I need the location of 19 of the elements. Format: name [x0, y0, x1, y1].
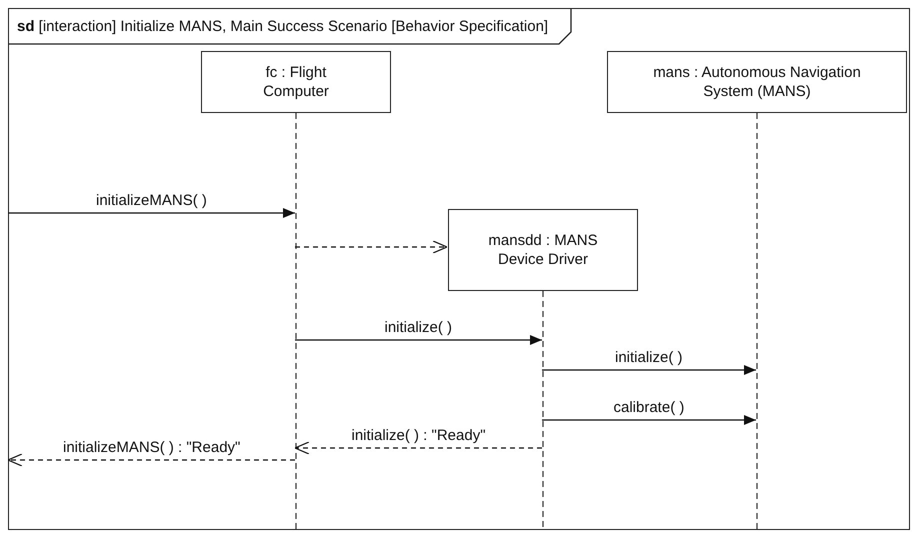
dashed-message-arrow — [294, 441, 542, 455]
interaction-frame — [8, 8, 910, 530]
message-arrow — [8, 208, 295, 218]
message-label: initializeMANS( ) — [94, 192, 209, 209]
message-label: initialize( ) — [382, 319, 454, 336]
frame-heading: sd [interaction] Initialize MANS, Main Success Scenario [Behavior Specification] — [17, 18, 548, 35]
message-label: initializeMANS( ) : "Ready" — [61, 439, 242, 456]
lifeline-head: mansdd : MANS Device Driver — [448, 209, 638, 291]
message-arrow — [295, 335, 542, 345]
lifeline — [607, 51, 907, 529]
lifeline-head: fc : Flight Computer — [201, 51, 391, 113]
message-arrow — [542, 365, 756, 375]
message-label: calibrate( ) — [612, 399, 686, 416]
message-label: initialize( ) — [613, 349, 685, 366]
dashed-message-arrow — [295, 240, 448, 254]
message-label: initialize( ) : "Ready" — [350, 427, 488, 444]
dashed-message-arrow — [7, 453, 295, 467]
message-arrow — [542, 415, 756, 425]
lifeline-head: mans : Autonomous Navigation System (MANS) — [607, 51, 907, 113]
